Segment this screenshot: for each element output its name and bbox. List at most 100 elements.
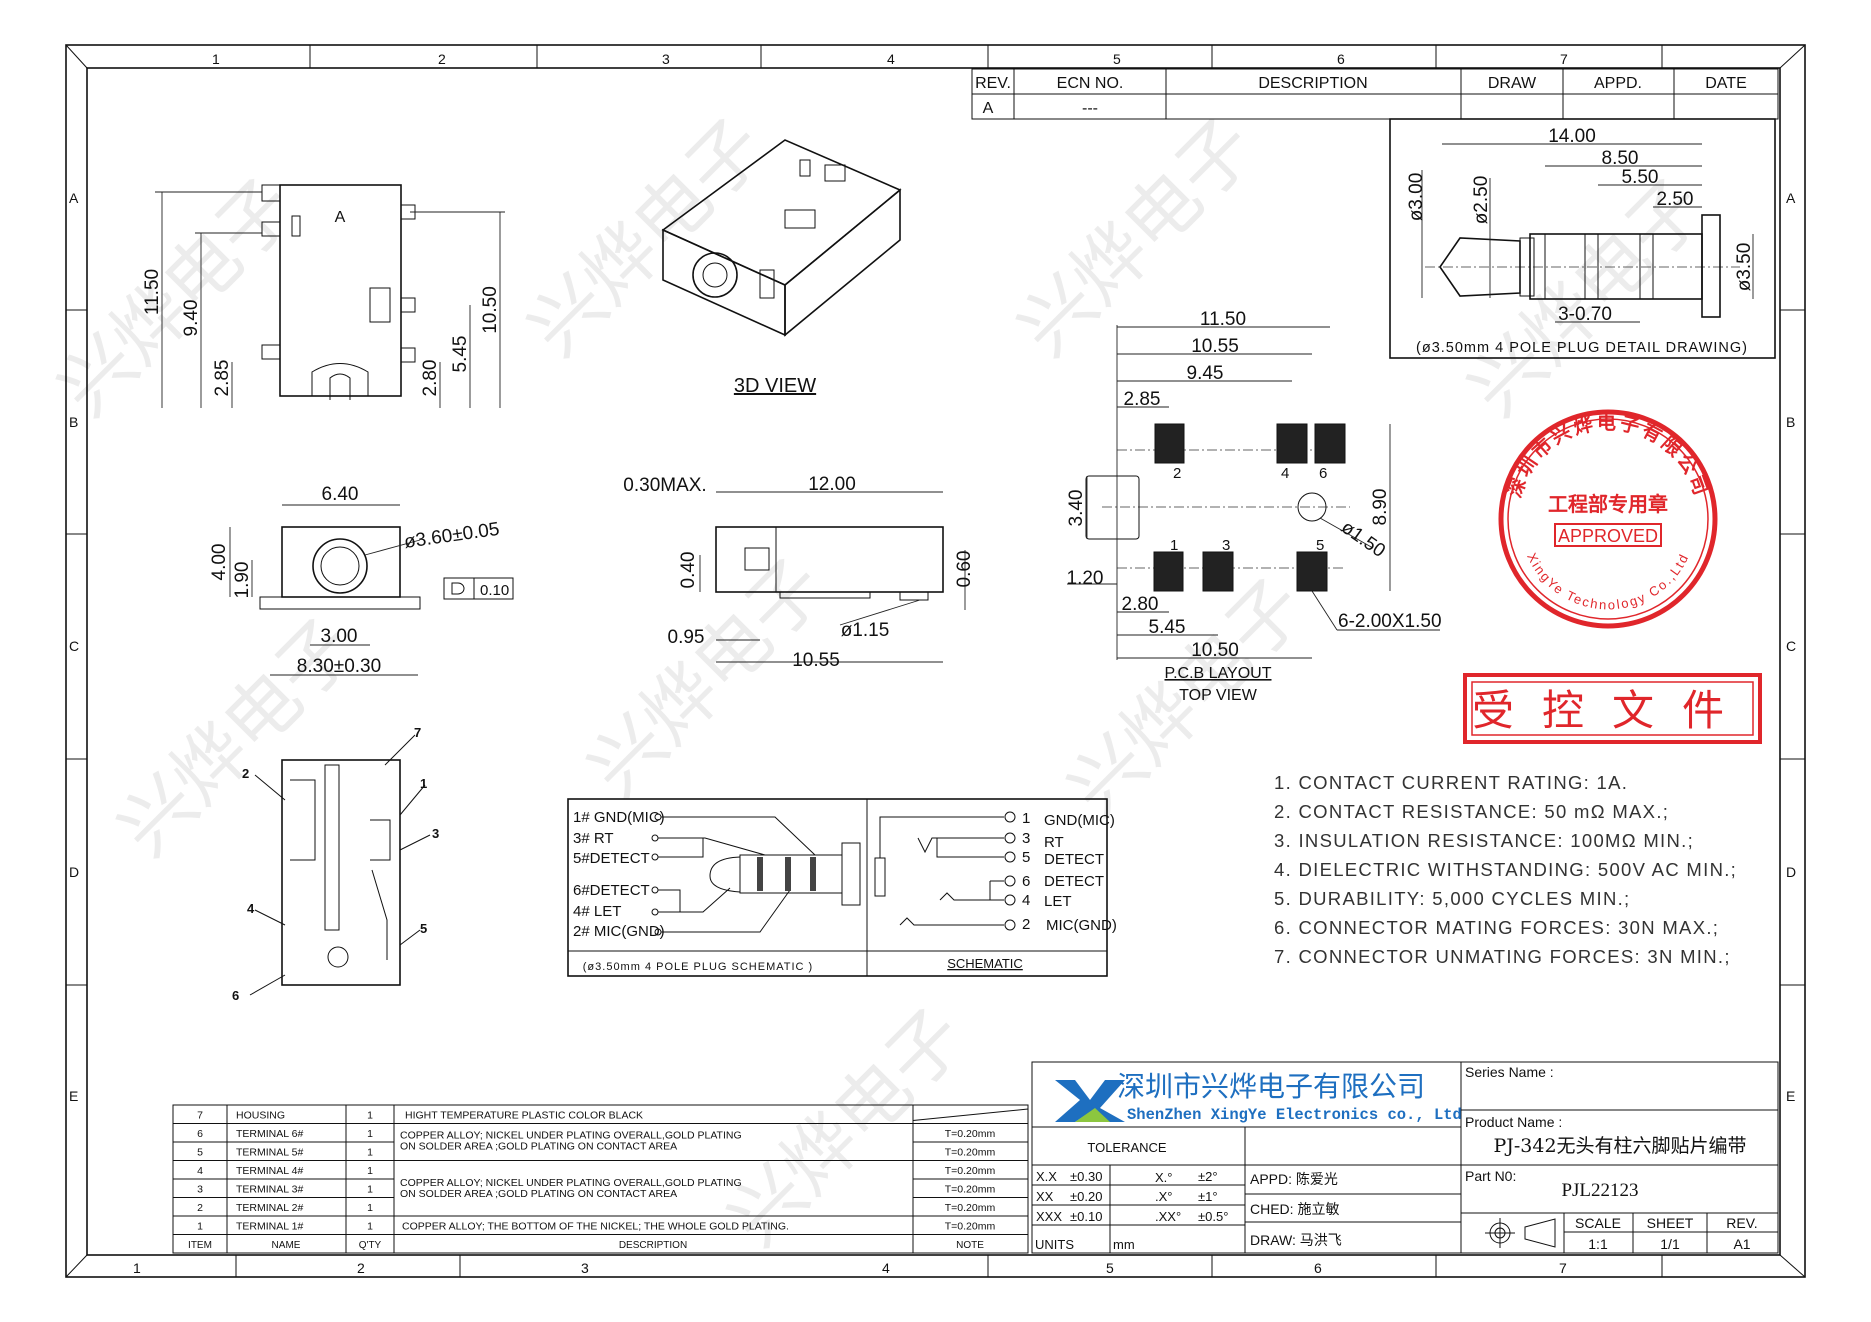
tolerance-label: TOLERANCE xyxy=(1087,1140,1167,1155)
side-view: 0.30MAX. 12.00 0.40 0.60 0.95 ø1.15 10.5… xyxy=(623,474,975,671)
bom-description: COPPER ALLOY; THE BOTTOM OF THE NICKEL; … xyxy=(402,1221,789,1233)
bom-qty: 1 xyxy=(367,1221,373,1233)
pin-name: DETECT xyxy=(1044,873,1104,890)
flatness-symbol-icon xyxy=(451,582,465,595)
angle-key: X.° xyxy=(1155,1170,1172,1185)
dim-4.00: 4.00 xyxy=(209,544,230,581)
tol-value: ±0.10 xyxy=(1070,1209,1102,1224)
bom-name: TERMINAL 5# xyxy=(236,1147,303,1159)
row-label: A xyxy=(69,190,79,206)
note-item: 2. CONTACT RESISTANCE: 50 mΩ MAX.; xyxy=(1274,801,1669,822)
front-view: A 11.50 9.40 2.85 2.80 5.45 10.50 xyxy=(142,184,505,408)
pad-label: 6 xyxy=(1319,465,1327,482)
bom-description: ON SOLDER AREA ;GOLD PLATING ON CONTACT … xyxy=(400,1188,677,1200)
stamp-dept: 工程部专用章 xyxy=(1548,492,1668,516)
angle-value: ±2° xyxy=(1198,1169,1218,1184)
pcb-dim: 2.85 xyxy=(1124,389,1161,410)
rev-value: A1 xyxy=(1733,1236,1750,1252)
bom-note: T=0.20mm xyxy=(945,1147,996,1159)
part-no-label: Part N0: xyxy=(1465,1168,1516,1184)
scale-value: 1:1 xyxy=(1588,1236,1608,1252)
pad-label: 2 xyxy=(1173,465,1181,482)
plug-schematic-caption: (ø3.50mm 4 POLE PLUG SCHEMATIC ) xyxy=(583,961,813,973)
pcb-dim: 10.55 xyxy=(1191,336,1239,357)
pin-name: LET xyxy=(1044,893,1072,910)
bom-qty: 1 xyxy=(367,1110,373,1122)
pad-1 xyxy=(1153,551,1184,592)
checked-by: CHED: 施立敏 xyxy=(1250,1201,1339,1217)
dim-8.30: 8.30±0.30 xyxy=(297,656,381,677)
pin-number: 1 xyxy=(1022,810,1030,827)
callout: 4 xyxy=(247,901,255,916)
company-logo xyxy=(1055,1080,1125,1122)
plug-detail-caption: (ø3.50mm 4 POLE PLUG DETAIL DRAWING) xyxy=(1416,340,1748,356)
note-item: 3. INSULATION RESISTANCE: 100MΩ MIN.; xyxy=(1274,830,1694,851)
watermark: 兴烨电子 兴烨电子 兴烨电子 兴烨电子 兴烨电子 兴烨电子 兴烨电子 兴烨电子 xyxy=(42,103,1722,1263)
callout: 2 xyxy=(242,766,249,781)
pin-number: 6 xyxy=(1022,873,1030,890)
dim-2.85: 2.85 xyxy=(212,360,233,397)
note-item: 4. DIELECTRIC WITHSTANDING: 500V AC MIN.… xyxy=(1274,859,1737,880)
bom-item: 5 xyxy=(197,1147,203,1159)
rev-value: A xyxy=(983,100,994,117)
dim-1.15: ø1.15 xyxy=(841,620,890,641)
approval-stamp: 深圳市兴烨电子有限公司 XingYe Technology Co.,Ltd 工程… xyxy=(1498,409,1718,629)
pcb-dim: 10.50 xyxy=(1191,640,1239,661)
3d-view-label: 3D VIEW xyxy=(734,375,816,397)
pin-number: 4 xyxy=(1022,892,1030,909)
description-header: DESCRIPTION xyxy=(1258,75,1367,92)
dim-10.50: 10.50 xyxy=(480,286,501,334)
pad-label: 4 xyxy=(1281,465,1289,482)
row-label: C xyxy=(69,638,79,654)
pin-number: 2 xyxy=(1022,916,1030,933)
plug-dim: 2.50 xyxy=(1657,189,1694,210)
pcb-dim: 9.45 xyxy=(1187,363,1224,384)
bom-name: TERMINAL 2# xyxy=(236,1202,303,1214)
bom-note: T=0.20mm xyxy=(945,1221,996,1233)
drawn-by: DRAW: 马洪飞 xyxy=(1250,1232,1342,1248)
scale-label: SCALE xyxy=(1575,1215,1621,1231)
pad-2 xyxy=(1154,423,1185,464)
pcb-subtitle: TOP VIEW xyxy=(1179,687,1258,704)
callout: 1 xyxy=(420,776,427,791)
column-label: 4 xyxy=(882,1260,890,1276)
pcb-dim: 2.80 xyxy=(1122,594,1159,615)
callout: 7 xyxy=(414,725,421,740)
bom-header-name: NAME xyxy=(272,1240,301,1251)
pad-label: 1 xyxy=(1170,537,1178,554)
bom-note: T=0.20mm xyxy=(945,1184,996,1196)
column-label: 2 xyxy=(438,51,446,67)
column-label: 3 xyxy=(581,1260,589,1276)
plug-dim: 8.50 xyxy=(1602,148,1639,169)
dim-10.55: 10.55 xyxy=(792,650,840,671)
bom-name: TERMINAL 6# xyxy=(236,1128,303,1140)
technical-notes: 1. CONTACT CURRENT RATING: 1A. 2. CONTAC… xyxy=(1274,772,1737,967)
plug-dim: 14.00 xyxy=(1548,126,1596,147)
revision-table: REV. ECN NO. DESCRIPTION DRAW APPD. DATE… xyxy=(971,68,1779,120)
drawing-frame: 1 2 3 4 5 6 7 1 2 3 4 5 6 7 A B C D E A … xyxy=(65,44,1806,1278)
stamp-company: 深圳市兴烨电子有限公司 xyxy=(1503,411,1710,501)
pad-3 xyxy=(1202,551,1234,592)
angle-key: .X° xyxy=(1155,1189,1172,1204)
angle-key: .XX° xyxy=(1155,1209,1181,1224)
bom-qty: 1 xyxy=(367,1202,373,1214)
bom-item: 1 xyxy=(197,1221,203,1233)
projection-symbol-icon xyxy=(1485,1218,1556,1248)
pad-label: 3 xyxy=(1222,537,1230,554)
column-label: 6 xyxy=(1314,1260,1322,1276)
note-item: 1. CONTACT CURRENT RATING: 1A. xyxy=(1274,772,1628,793)
row-label: D xyxy=(69,864,79,880)
pin-number: 3 xyxy=(1022,830,1030,847)
draw-header: DRAW xyxy=(1488,75,1537,92)
row-label: E xyxy=(1786,1088,1795,1104)
pin-name: GND(MIC) xyxy=(1044,812,1115,829)
column-label: 1 xyxy=(212,51,220,67)
dim-12.00: 12.00 xyxy=(808,474,856,495)
bom-item: 7 xyxy=(197,1110,203,1122)
angle-value: ±0.5° xyxy=(1198,1209,1228,1224)
company-name-en: ShenZhen XingYe Electronics co., Ltd xyxy=(1127,1106,1462,1124)
column-label: 5 xyxy=(1113,51,1121,67)
bom-name: HOUSING xyxy=(236,1110,285,1122)
bom-description: COPPER ALLOY; NICKEL UNDER PLATING OVERA… xyxy=(400,1177,742,1189)
table-divider xyxy=(912,1108,1029,1121)
